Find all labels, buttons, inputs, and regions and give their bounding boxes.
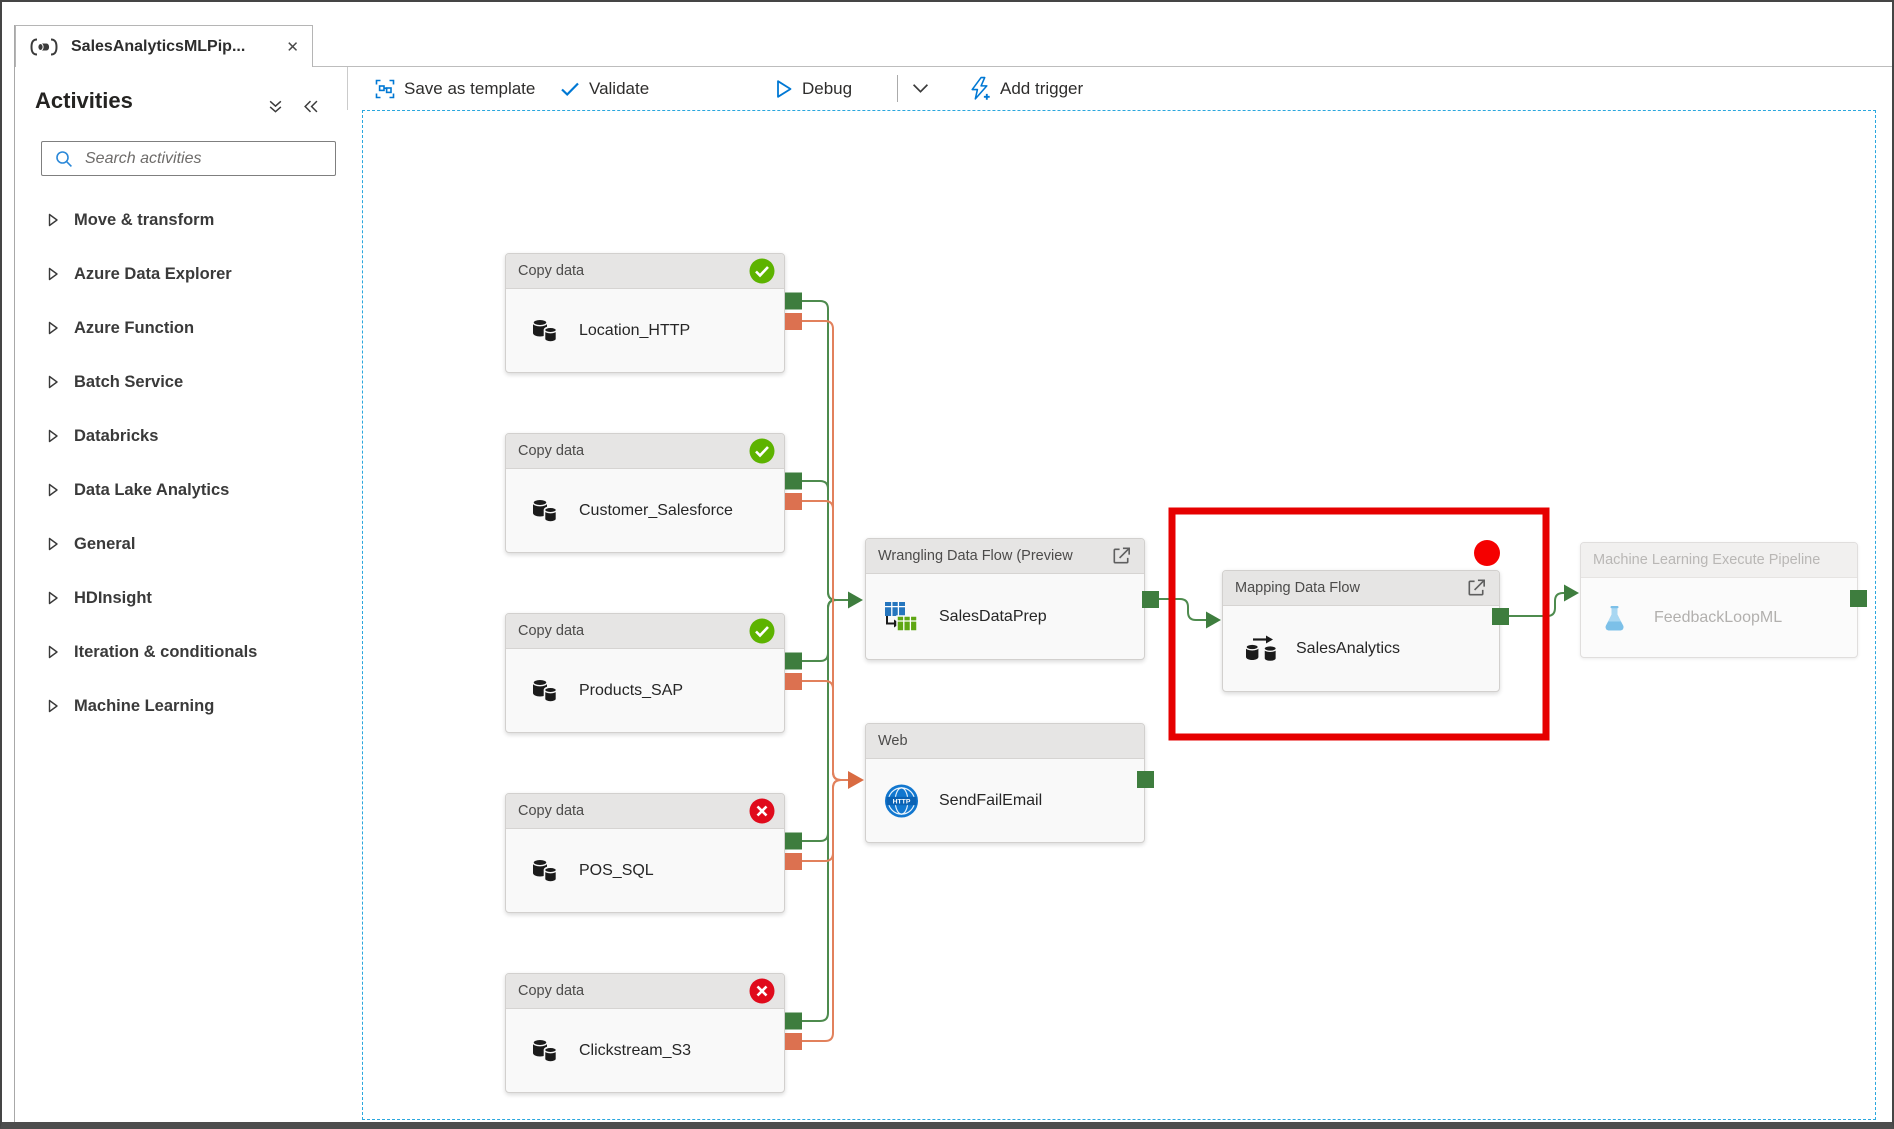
node-type-label: Copy data: [518, 623, 585, 639]
save-as-template-button[interactable]: Save as template: [375, 67, 535, 110]
panel-left-edge: [14, 25, 15, 1122]
node-type-label: Copy data: [518, 263, 585, 279]
activity-name: Products_SAP: [579, 681, 684, 699]
node-type-label: Copy data: [518, 443, 585, 459]
activity-node-products-sap[interactable]: Copy data Products_SAP: [505, 613, 785, 733]
debug-dropdown-chevron[interactable]: [912, 67, 929, 110]
activity-name: SalesDataPrep: [939, 607, 1047, 625]
validate-button[interactable]: Validate: [560, 67, 649, 110]
sidebar-item-batch-service[interactable]: Batch Service: [0, 355, 347, 409]
expand-triangle-icon: [48, 213, 58, 227]
node-type-label: Mapping Data Flow: [1235, 580, 1360, 596]
node-type-label: Copy data: [518, 803, 585, 819]
pipeline-icon: [30, 38, 58, 56]
expand-triangle-icon: [48, 429, 58, 443]
copy-data-icon: [526, 857, 562, 885]
copy-data-icon: [526, 317, 562, 345]
activity-node-feedbackloopml[interactable]: Machine Learning Execute Pipeline Feedba…: [1580, 542, 1858, 658]
activity-categories: Move & transform Azure Data Explorer Azu…: [0, 193, 347, 733]
node-type-label: Wrangling Data Flow (Preview: [878, 548, 1073, 564]
add-trigger-button[interactable]: Add trigger: [968, 67, 1083, 110]
activity-name: SendFailEmail: [939, 791, 1043, 809]
expand-triangle-icon: [48, 267, 58, 281]
mapping-data-flow-icon: [1243, 634, 1283, 664]
tab-title: SalesAnalyticsMLPip...: [71, 37, 246, 55]
status-failed-icon: [749, 798, 775, 824]
expand-triangle-icon: [48, 645, 58, 659]
sidebar-item-azure-function[interactable]: Azure Function: [0, 301, 347, 355]
activity-node-customer-salesforce[interactable]: Copy data Customer_Salesforce: [505, 433, 785, 553]
web-http-icon: HTTP: [884, 783, 919, 818]
copy-data-icon: [526, 1037, 562, 1065]
sidebar-item-iteration-conditionals[interactable]: Iteration & conditionals: [0, 625, 347, 679]
copy-data-icon: [526, 677, 562, 705]
activity-name: Location_HTTP: [579, 321, 691, 339]
activity-name: Customer_Salesforce: [579, 501, 733, 519]
sidebar-item-azure-data-explorer[interactable]: Azure Data Explorer: [0, 247, 347, 301]
template-icon: [375, 79, 395, 98]
play-icon: [777, 79, 792, 98]
expand-triangle-icon: [48, 591, 58, 605]
machine-learning-flask-icon: [1601, 604, 1628, 632]
pipeline-tab[interactable]: SalesAnalyticsMLPip... ✕: [15, 25, 313, 67]
search-input[interactable]: [83, 148, 327, 169]
activity-search-box[interactable]: [41, 141, 336, 176]
node-type-label: Copy data: [518, 983, 585, 999]
svg-text:HTTP: HTTP: [893, 798, 911, 805]
collapse-all-icon[interactable]: [268, 99, 283, 119]
pipeline-canvas[interactable]: [362, 110, 1876, 1120]
activity-name: POS_SQL: [579, 861, 654, 879]
expand-triangle-icon: [48, 483, 58, 497]
activity-name: Clickstream_S3: [579, 1041, 692, 1059]
activity-node-location-http[interactable]: Copy data Location_HTTP: [505, 253, 785, 373]
activity-node-sendfailemail[interactable]: Web HTTP SendFailEmail: [865, 723, 1145, 843]
activity-name: FeedbackLoopML: [1654, 608, 1783, 626]
collapse-panel-icon[interactable]: [303, 100, 318, 118]
sidebar-item-machine-learning[interactable]: Machine Learning: [0, 679, 347, 733]
node-type-label: Machine Learning Execute Pipeline: [1593, 552, 1821, 568]
expand-triangle-icon: [48, 321, 58, 335]
search-icon: [56, 150, 72, 167]
sidebar-item-hdinsight[interactable]: HDInsight: [0, 571, 347, 625]
open-data-flow-icon[interactable]: [1110, 545, 1133, 568]
expand-triangle-icon: [48, 375, 58, 389]
debug-button[interactable]: Debug: [775, 67, 852, 110]
node-type-label: Web: [878, 733, 908, 749]
tab-close-icon[interactable]: ✕: [286, 38, 299, 56]
tabstrip-divider: [313, 66, 1892, 67]
activity-name: SalesAnalytics: [1296, 639, 1401, 657]
activities-panel-title: Activities: [35, 88, 133, 113]
activity-node-pos-sql[interactable]: Copy data POS_SQL: [505, 793, 785, 913]
sidebar-item-move-transform[interactable]: Move & transform: [0, 193, 347, 247]
trigger-lightning-icon: [971, 76, 990, 100]
activity-node-salesdataprep[interactable]: Wrangling Data Flow (Preview SalesDataPr…: [865, 538, 1145, 660]
activity-node-salesanalytics[interactable]: Mapping Data Flow SalesAnalytics: [1222, 570, 1500, 692]
status-success-icon: [749, 618, 775, 644]
sidebar-item-general[interactable]: General: [0, 517, 347, 571]
sidebar-toolbar-divider: [347, 67, 348, 110]
status-failed-icon: [749, 978, 775, 1004]
toolbar-divider: [897, 75, 898, 102]
expand-triangle-icon: [48, 537, 58, 551]
status-success-icon: [749, 438, 775, 464]
copy-data-icon: [526, 497, 562, 525]
expand-triangle-icon: [48, 699, 58, 713]
checkmark-icon: [561, 82, 579, 96]
sidebar-item-data-lake-analytics[interactable]: Data Lake Analytics: [0, 463, 347, 517]
sidebar-item-databricks[interactable]: Databricks: [0, 409, 347, 463]
activity-node-clickstream-s3[interactable]: Copy data Clickstream_S3: [505, 973, 785, 1093]
chevron-down-icon: [912, 84, 929, 93]
wrangling-data-flow-icon: [883, 601, 919, 633]
open-data-flow-icon[interactable]: [1465, 577, 1488, 600]
status-success-icon: [749, 258, 775, 284]
